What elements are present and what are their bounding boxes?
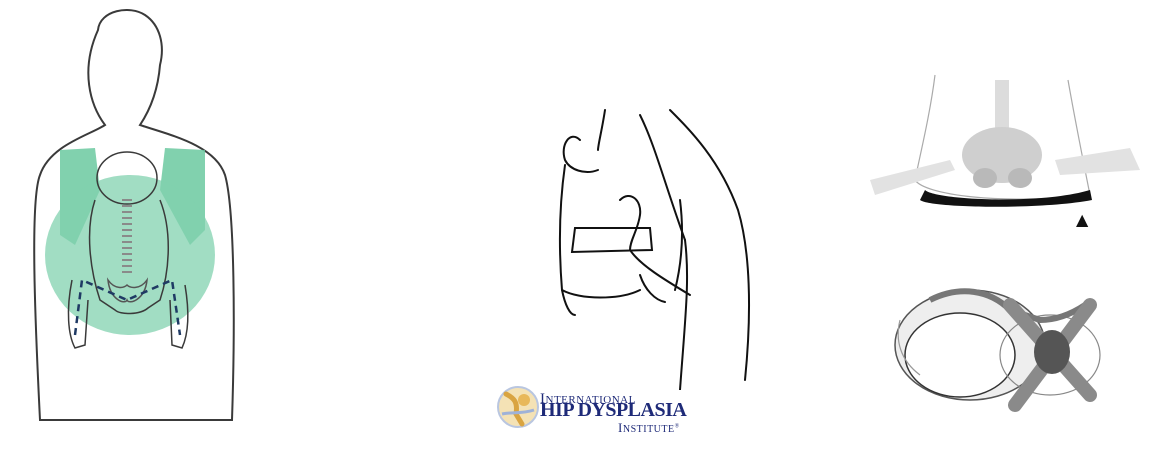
- hip-joint-logo-icon: [496, 384, 540, 430]
- logo-line-institute: INSTITUTE®: [618, 420, 680, 436]
- hip-diagrams: ▲: [840, 60, 1149, 450]
- sketch-lines: [560, 110, 749, 390]
- logo-line-hip-dysplasia: HIP DYSPLASIA: [540, 399, 686, 422]
- ihdi-logo: INTERNATIONAL HIP DYSPLASIA INSTITUTE®: [496, 382, 676, 432]
- back-carry-illustration: [0, 0, 260, 450]
- indicator-arrow: ▲: [1076, 210, 1089, 229]
- top-down-hip-diagram: [895, 290, 1100, 405]
- frontal-pelvis-diagram: ▲: [870, 75, 1140, 229]
